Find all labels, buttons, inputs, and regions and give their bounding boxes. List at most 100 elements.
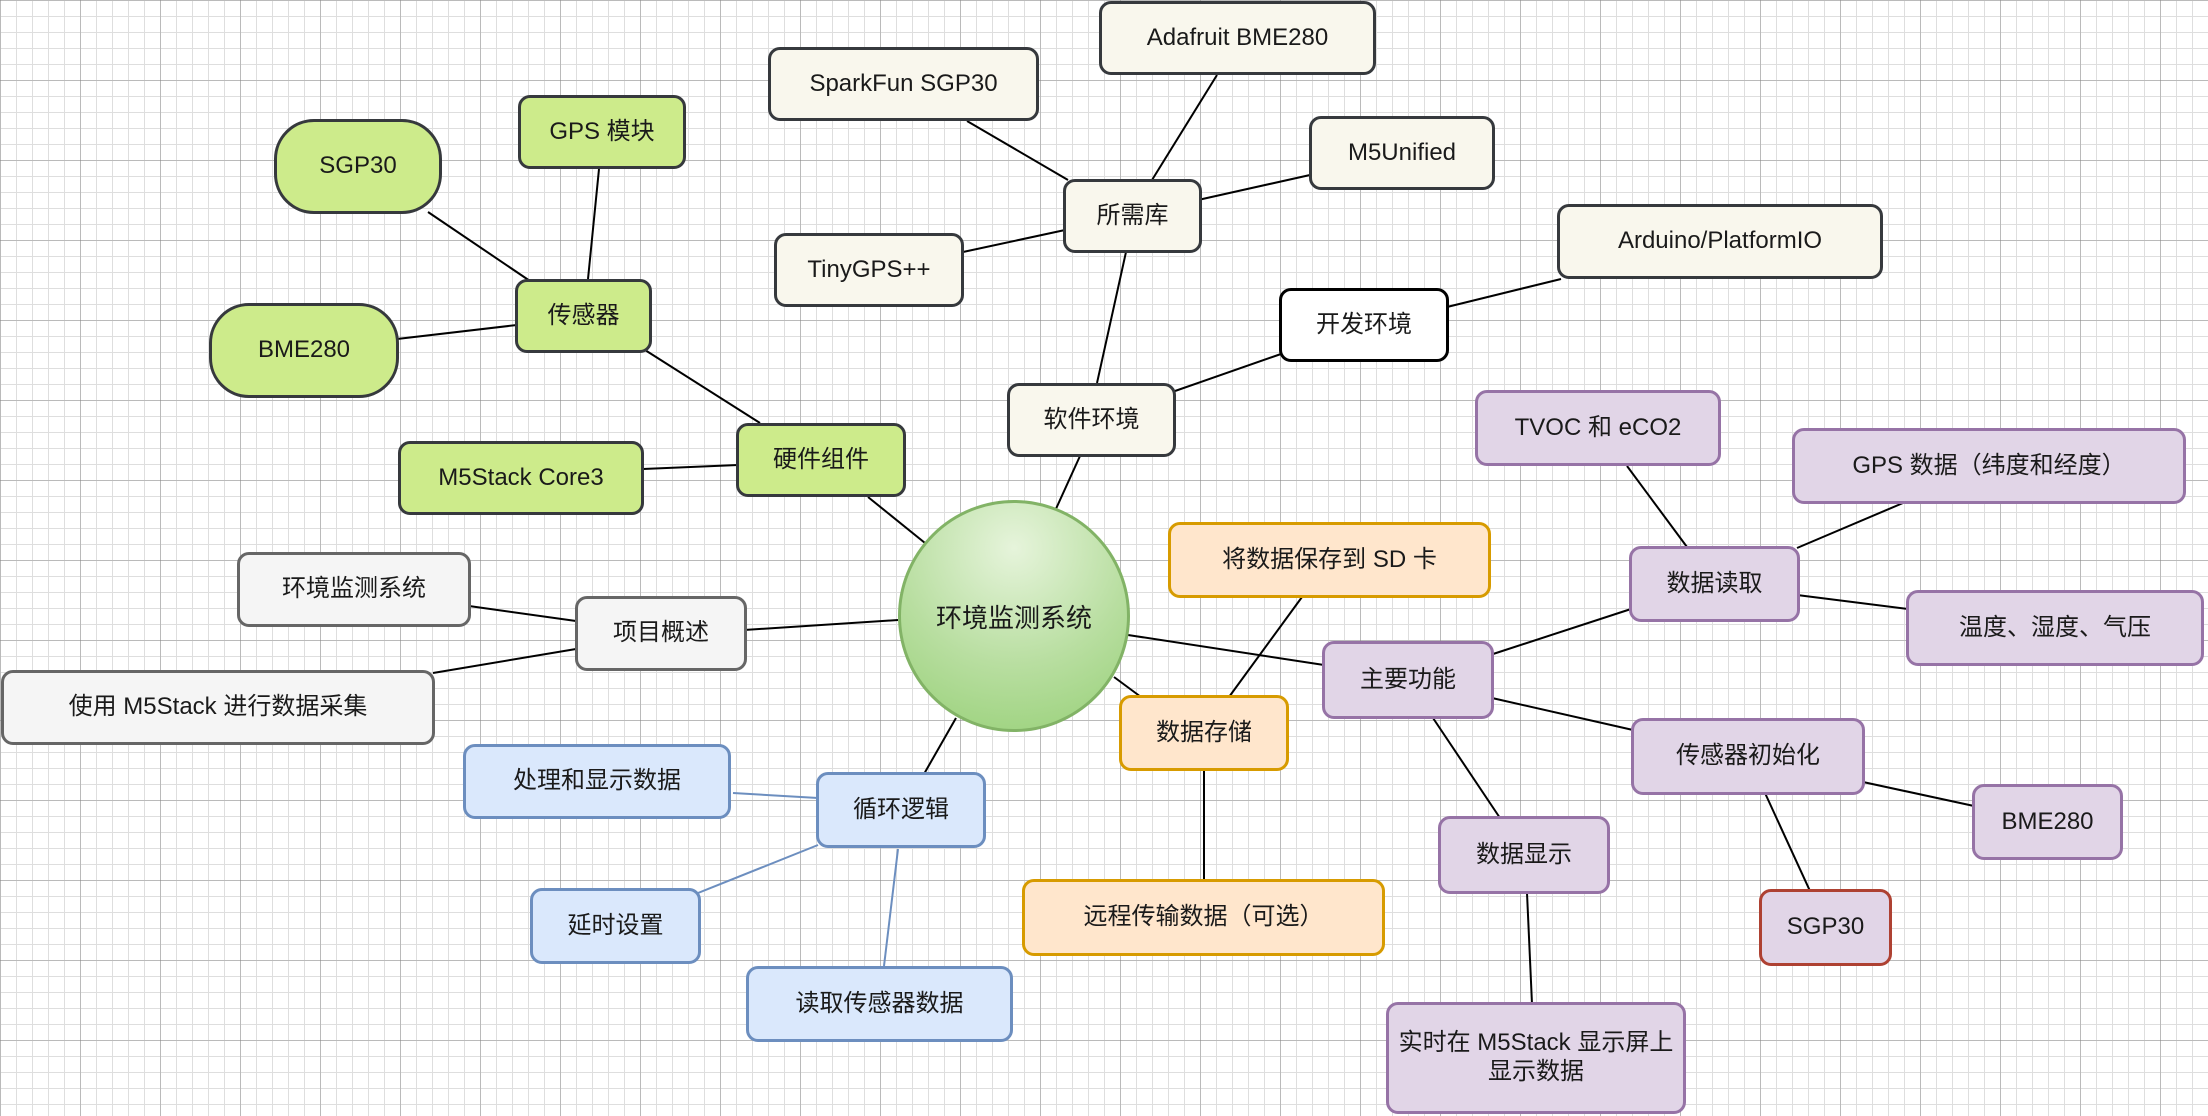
node-label: 环境监测系统 bbox=[282, 575, 426, 603]
node-label: TinyGPS++ bbox=[807, 255, 931, 283]
node-label: 循环逻辑 bbox=[853, 795, 949, 823]
node-save-to-sd-card[interactable]: 将数据保存到 SD 卡 bbox=[1168, 522, 1491, 598]
edge-sensors-gps bbox=[587, 168, 600, 280]
node-software-environment[interactable]: 软件环境 bbox=[1007, 383, 1176, 457]
node-label: SparkFun SGP30 bbox=[809, 69, 998, 97]
node-sgp30-hardware[interactable]: SGP30 bbox=[274, 119, 442, 214]
node-label: 处理和显示数据 bbox=[513, 767, 681, 795]
node-dev-environment[interactable]: 开发环境 bbox=[1279, 288, 1449, 362]
central-node-label: 环境监测系统 bbox=[935, 602, 1092, 633]
edge-features-sensorinit bbox=[1491, 697, 1634, 731]
node-lib-tinygps[interactable]: TinyGPS++ bbox=[774, 233, 964, 307]
edge-dataread-thp bbox=[1796, 594, 1909, 610]
node-tvoc-eco2[interactable]: TVOC 和 eCO2 bbox=[1475, 390, 1721, 466]
node-realtime-display[interactable]: 实时在 M5Stack 显示屏上显示数据 bbox=[1386, 1002, 1686, 1114]
node-label: 数据读取 bbox=[1666, 569, 1763, 597]
node-sensors[interactable]: 传感器 bbox=[515, 279, 652, 353]
edge-sensorinit-bme280 bbox=[1862, 781, 1975, 807]
node-loop-logic[interactable]: 循环逻辑 bbox=[816, 772, 986, 848]
node-label: 数据存储 bbox=[1156, 718, 1252, 746]
node-main-features[interactable]: 主要功能 bbox=[1322, 641, 1494, 719]
node-lib-m5unified[interactable]: M5Unified bbox=[1309, 116, 1495, 190]
edge-features-display bbox=[1432, 717, 1501, 819]
node-label: 软件环境 bbox=[1043, 405, 1140, 433]
edge-hardware-core3 bbox=[642, 464, 739, 470]
node-arduino-platformio[interactable]: Arduino/PlatformIO bbox=[1557, 204, 1883, 279]
edge-software-libraries bbox=[1096, 251, 1127, 384]
edge-devenv-arduino bbox=[1446, 278, 1562, 308]
edge-overview-desc bbox=[432, 648, 577, 674]
node-label: 使用 M5Stack 进行数据采集 bbox=[68, 693, 368, 721]
edge-features-center bbox=[1127, 634, 1325, 666]
edge-libraries-tinygps bbox=[962, 229, 1066, 253]
node-label: BME280 bbox=[257, 336, 351, 364]
node-label: Adafruit BME280 bbox=[1146, 23, 1329, 51]
edge-features-dataread bbox=[1489, 608, 1632, 656]
node-lib-adafruit-bme280[interactable]: Adafruit BME280 bbox=[1099, 1, 1376, 75]
node-label: 所需库 bbox=[1096, 201, 1169, 229]
edge-overview-center bbox=[743, 619, 899, 631]
node-label: GPS 数据（纬度和经度） bbox=[1852, 451, 2126, 479]
node-overview-title[interactable]: 环境监测系统 bbox=[237, 552, 471, 627]
edge-loop-delay bbox=[697, 844, 819, 894]
edge-overview-title bbox=[468, 605, 577, 622]
node-label: 远程传输数据（可选） bbox=[1083, 903, 1324, 931]
node-label: M5Stack Core3 bbox=[438, 463, 604, 491]
edge-software-center bbox=[1054, 455, 1081, 512]
edge-libraries-sparkfun bbox=[966, 120, 1069, 181]
node-label: 传感器初始化 bbox=[1676, 742, 1820, 770]
edge-software-devenv bbox=[1174, 353, 1282, 392]
node-label: 传感器 bbox=[547, 301, 620, 329]
edge-libraries-adafruit bbox=[1151, 74, 1218, 181]
edge-sensorinit-sgp30 bbox=[1764, 792, 1811, 892]
node-remote-transmission[interactable]: 远程传输数据（可选） bbox=[1022, 879, 1385, 956]
node-label: SGP30 bbox=[319, 152, 397, 180]
node-data-storage[interactable]: 数据存储 bbox=[1119, 695, 1289, 771]
node-overview-description[interactable]: 使用 M5Stack 进行数据采集 bbox=[1, 670, 435, 745]
node-read-sensor-data[interactable]: 读取传感器数据 bbox=[746, 966, 1013, 1042]
node-label: TVOC 和 eCO2 bbox=[1514, 413, 1682, 441]
node-delay-setting[interactable]: 延时设置 bbox=[530, 888, 701, 964]
edge-dataread-gps bbox=[1796, 502, 1904, 549]
node-label: M5Unified bbox=[1347, 138, 1457, 166]
edge-storage-sd bbox=[1228, 596, 1303, 698]
node-init-sgp30[interactable]: SGP30 bbox=[1759, 889, 1892, 966]
node-label: BME280 bbox=[2001, 807, 2094, 835]
node-data-display[interactable]: 数据显示 bbox=[1438, 816, 1610, 894]
node-init-bme280[interactable]: BME280 bbox=[1972, 784, 2123, 860]
central-node-environment-monitoring[interactable]: 环境监测系统 bbox=[898, 500, 1130, 732]
edge-loop-process bbox=[732, 792, 819, 799]
edge-loop-read bbox=[883, 848, 899, 967]
node-label: GPS 模块 bbox=[549, 117, 655, 145]
node-label: 开发环境 bbox=[1316, 310, 1412, 338]
node-process-display-data[interactable]: 处理和显示数据 bbox=[463, 744, 731, 819]
node-lib-sparkfun-sgp30[interactable]: SparkFun SGP30 bbox=[768, 47, 1039, 121]
edge-hardware-center bbox=[867, 496, 926, 544]
node-data-reading[interactable]: 数据读取 bbox=[1629, 546, 1800, 622]
node-label: 实时在 M5Stack 显示屏上显示数据 bbox=[1398, 1029, 1674, 1085]
edge-sensors-sgp30 bbox=[427, 211, 531, 282]
node-hardware-components[interactable]: 硬件组件 bbox=[736, 423, 906, 497]
node-label: 将数据保存到 SD 卡 bbox=[1222, 545, 1437, 573]
node-required-libraries[interactable]: 所需库 bbox=[1063, 179, 1202, 253]
edge-sensors-bme280 bbox=[396, 324, 518, 340]
node-temp-humidity-pressure[interactable]: 温度、湿度、气压 bbox=[1906, 590, 2204, 666]
node-label: 温度、湿度、气压 bbox=[1959, 613, 2151, 641]
node-label: 数据显示 bbox=[1476, 840, 1572, 868]
node-label: 硬件组件 bbox=[773, 445, 869, 473]
edge-libraries-m5unified bbox=[1197, 174, 1311, 201]
edge-dataread-tvoc bbox=[1626, 465, 1688, 548]
edge-hardware-sensors bbox=[644, 349, 761, 424]
node-label: 主要功能 bbox=[1360, 665, 1456, 693]
node-label: 项目概述 bbox=[613, 619, 709, 647]
node-project-overview[interactable]: 项目概述 bbox=[575, 596, 747, 671]
node-sensor-initialization[interactable]: 传感器初始化 bbox=[1631, 718, 1865, 795]
node-label: Arduino/PlatformIO bbox=[1617, 227, 1823, 255]
node-gps-data[interactable]: GPS 数据（纬度和经度） bbox=[1792, 428, 2186, 504]
node-label: 延时设置 bbox=[567, 911, 664, 939]
node-gps-module[interactable]: GPS 模块 bbox=[518, 95, 686, 169]
node-bme280-hardware[interactable]: BME280 bbox=[209, 303, 399, 398]
node-m5stack-core3[interactable]: M5Stack Core3 bbox=[398, 441, 644, 515]
node-label: SGP30 bbox=[1786, 913, 1865, 941]
